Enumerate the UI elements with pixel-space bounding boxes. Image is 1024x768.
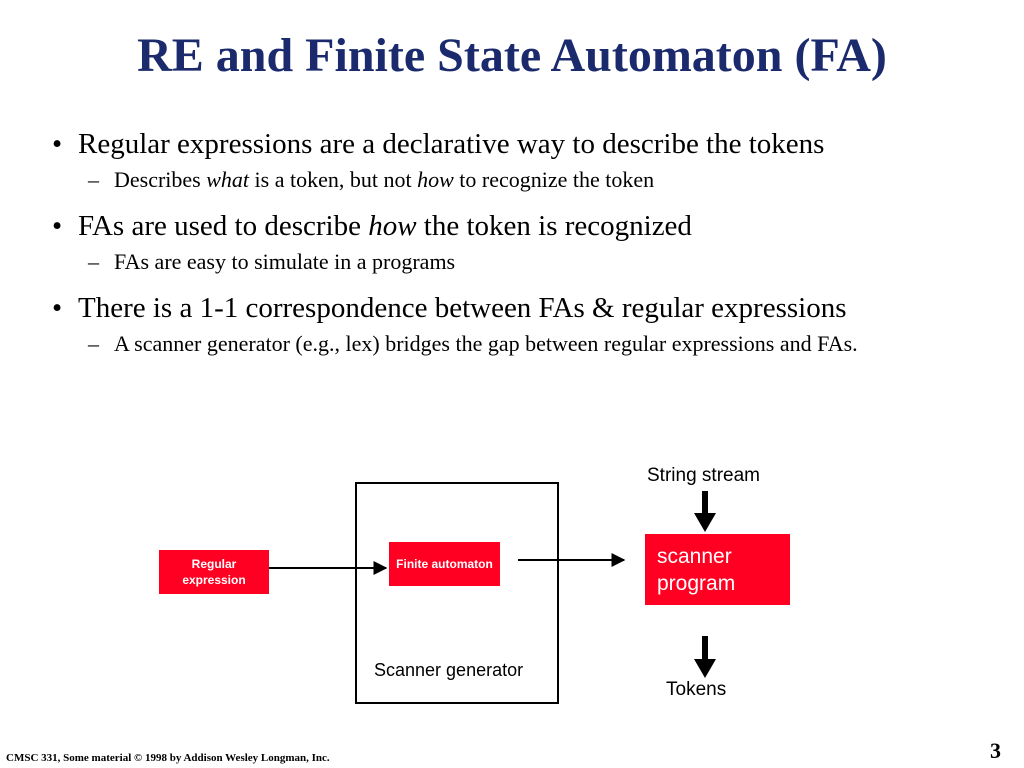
sub-bullet-2-1-text: FAs are easy to simulate in a programs xyxy=(114,249,456,274)
tokens-label: Tokens xyxy=(666,679,727,700)
finite-automaton-box: Finite automaton xyxy=(389,542,500,586)
scanner-program-label: scanner program xyxy=(657,545,736,595)
bullet-2-part1: FAs are used to describe xyxy=(78,210,369,242)
bullet-marker: • xyxy=(52,210,63,242)
scanner-generator-label: Scanner generator xyxy=(374,660,524,680)
sub-bullet-1-1-part3: to recognize the token xyxy=(453,167,655,192)
dash-marker: – xyxy=(88,249,99,274)
footer-text: CMSC 331, Some material © 1998 by Addiso… xyxy=(6,752,330,764)
page-number: 3 xyxy=(990,738,1001,763)
sub-bullet-2-1: – FAs are easy to simulate in a programs xyxy=(52,247,1002,277)
sub-bullet-1-1-part2: is a token, but not xyxy=(249,167,418,192)
bullet-2-part2: the token is recognized xyxy=(416,210,692,242)
slide-title: RE and Finite State Automaton (FA) xyxy=(137,29,887,82)
bullet-1-text: Regular expressions are a declarative wa… xyxy=(78,128,825,160)
bullet-marker: • xyxy=(52,128,63,160)
sub-bullet-3-1: – A scanner generator (e.g., lex) bridge… xyxy=(52,329,1002,359)
bullet-2: • FAs are used to describe how the token… xyxy=(52,208,1002,244)
emphasis-what: what xyxy=(206,167,250,192)
bullet-list: • Regular expressions are a declarative … xyxy=(52,126,1002,359)
arrow-tokens-shaft xyxy=(702,636,708,660)
regular-expression-label: Regular expression xyxy=(182,557,246,587)
emphasis-how: how xyxy=(417,167,454,192)
bullet-3: • There is a 1-1 correspondence between … xyxy=(52,290,1002,326)
emphasis-how: how xyxy=(368,210,417,242)
bullet-1: • Regular expressions are a declarative … xyxy=(52,126,1002,162)
bullet-marker: • xyxy=(52,292,63,324)
string-stream-label: String stream xyxy=(647,465,760,486)
sub-bullet-1-1: – Describes what is a token, but not how… xyxy=(52,165,1002,195)
arrow-tokens-head xyxy=(694,659,716,678)
scanner-program-box: scanner program xyxy=(645,534,790,605)
bullet-3-text: There is a 1-1 correspondence between FA… xyxy=(78,292,847,324)
sub-bullet-1-1-part1: Describes xyxy=(114,167,207,192)
arrow-stream-shaft xyxy=(702,491,708,514)
regular-expression-box: Regular expression xyxy=(159,550,269,594)
sub-bullet-3-1-text: A scanner generator (e.g., lex) bridges … xyxy=(114,331,858,356)
dash-marker: – xyxy=(88,331,99,356)
arrow-stream-head xyxy=(694,513,716,532)
scanner-generator-box xyxy=(355,482,559,704)
dash-marker: – xyxy=(88,167,99,192)
finite-automaton-label: Finite automaton xyxy=(396,557,493,571)
